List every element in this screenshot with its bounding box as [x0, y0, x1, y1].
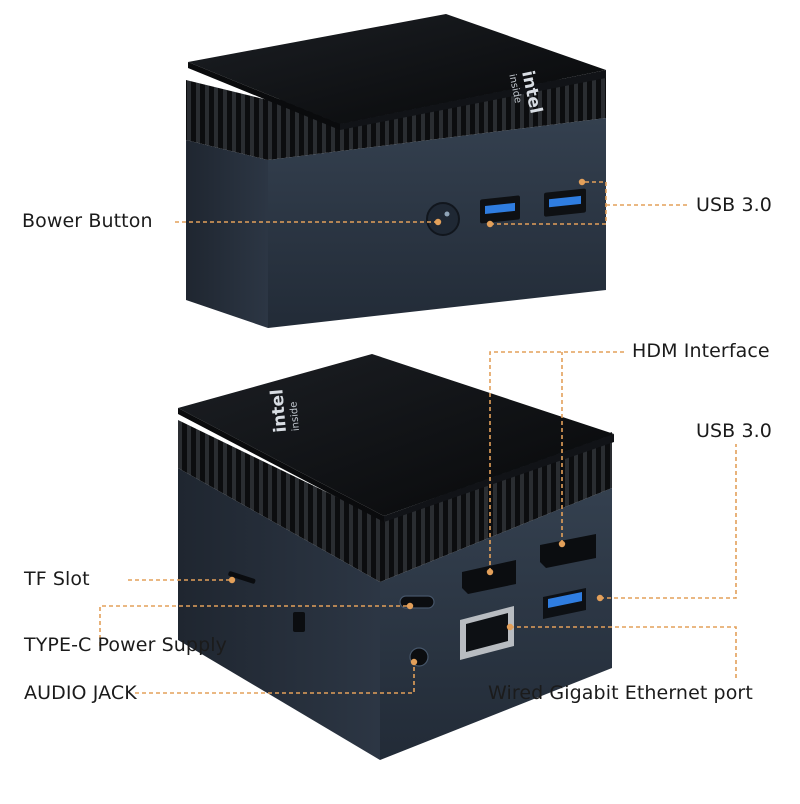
label-tf-slot: TF Slot	[24, 568, 90, 590]
power-led-icon	[444, 211, 450, 217]
intel-logo-bottom: intel inside	[267, 388, 302, 433]
label-power-button: Bower Button	[22, 210, 153, 232]
usb-port-1	[480, 195, 520, 224]
ethernet-port	[460, 606, 514, 660]
label-ethernet: Wired Gigabit Ethernet port	[488, 682, 753, 704]
usb-port-2	[544, 188, 586, 217]
lock-slot	[293, 612, 305, 632]
label-audio-jack: AUDIO JACK	[24, 682, 137, 704]
label-usb-bottom: USB 3.0	[696, 420, 772, 442]
hdmi-port-2	[540, 534, 596, 568]
power-button[interactable]	[426, 202, 460, 236]
bottom-device-vent-side	[178, 420, 380, 582]
bottom-device-vent-front	[380, 432, 612, 582]
tf-slot	[228, 571, 256, 584]
top-device-body-side	[186, 140, 268, 328]
bottom-device-body-side	[178, 468, 380, 760]
usb-port-3	[543, 588, 586, 619]
bottom-device-lid	[178, 354, 614, 516]
bottom-callouts	[99, 351, 737, 694]
top-device-vent-side	[186, 80, 268, 160]
label-hdmi: HDM Interface	[632, 340, 770, 362]
hdmi-port-1	[462, 560, 516, 594]
logo-tagline-2: inside	[288, 401, 302, 431]
top-callouts	[175, 181, 690, 225]
top-device-lid	[188, 14, 606, 124]
bottom-device: intel inside	[178, 354, 614, 760]
logo-brand-2: intel	[267, 388, 291, 433]
top-device: intel inside	[186, 14, 606, 328]
label-type-c: TYPE-C Power Supply	[24, 634, 227, 656]
label-usb-top: USB 3.0	[696, 194, 772, 216]
